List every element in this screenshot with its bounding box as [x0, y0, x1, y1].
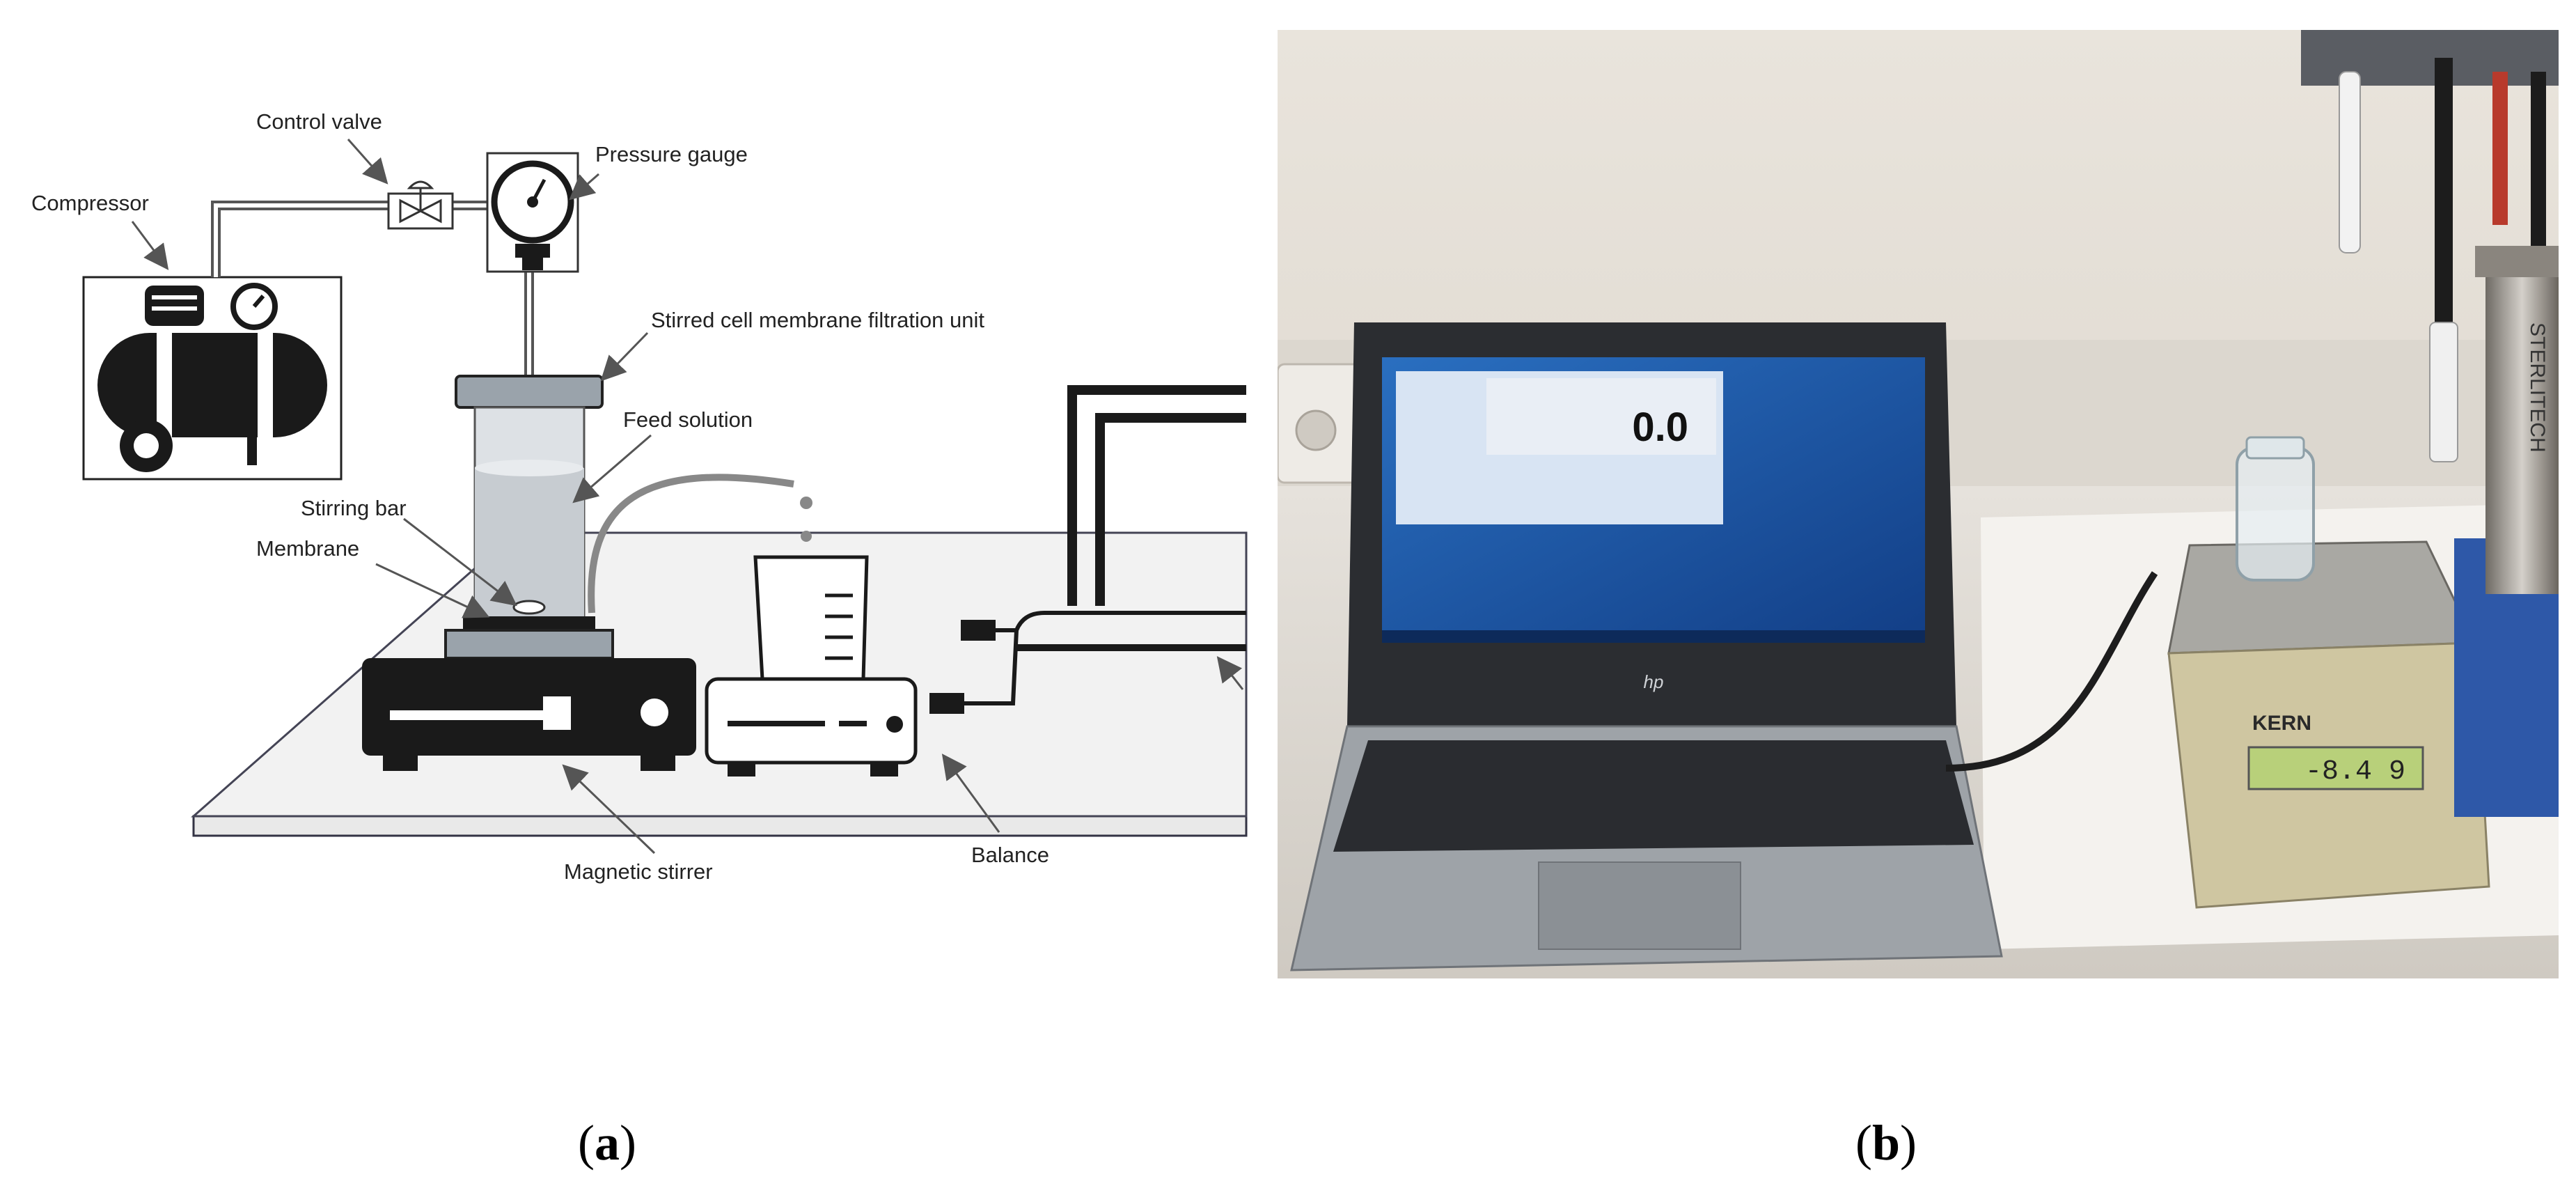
label-control-valve: Control valve [256, 109, 382, 134]
schematic-diagram: Compressor Control valve Pressure gauge … [31, 109, 1248, 884]
laptop-brand: hp [1644, 671, 1664, 692]
balance-lcd [2247, 746, 2424, 790]
balance [705, 677, 918, 777]
lab-setup-photo: 0.0 hp KERN -8.4 9 STERLITECH [1278, 30, 2559, 978]
pressure-gauge [486, 152, 579, 273]
label-balance: Balance [971, 843, 1049, 867]
computer [1016, 385, 1246, 651]
glass-jar [2236, 436, 2315, 582]
stirring-bar-shape [512, 600, 546, 615]
label-magnetic-stirrer: Magnetic stirrer [564, 859, 713, 884]
cylinder-brand: STERLITECH [2526, 322, 2549, 453]
usb-cable [929, 611, 1246, 714]
label-pressure-gauge: Pressure gauge [595, 142, 748, 166]
usb-cable-photo [1945, 571, 2158, 772]
lab-probes [2339, 58, 2546, 462]
precision-balance: KERN -8.4 9 [2167, 540, 2490, 909]
caption-a: (a) [578, 1115, 636, 1171]
label-stirred-cell: Stirred cell membrane filtration unit [651, 308, 984, 332]
label-compressor: Compressor [31, 191, 149, 215]
compressor [82, 276, 343, 481]
caption-b: (b) [1855, 1115, 1917, 1171]
table-surface [191, 531, 1248, 818]
laptop: 0.0 hp [1290, 322, 2003, 972]
permeate-tube [588, 474, 794, 614]
balance-display: -8.4 9 [2305, 756, 2405, 788]
beaker [753, 555, 869, 681]
control-valve [387, 180, 454, 230]
lab-table [192, 815, 1248, 837]
label-membrane: Membrane [256, 536, 359, 561]
magnetic-stirrer [362, 658, 696, 771]
laptop-readout: 0.0 [1632, 405, 1688, 450]
leader-arrows [131, 139, 1244, 855]
label-stirring-bar: Stirring bar [301, 496, 407, 520]
stirred-cell-photo: STERLITECH [2475, 246, 2559, 594]
balance-brand: KERN [2252, 712, 2311, 735]
label-feed-solution: Feed solution [623, 407, 753, 432]
